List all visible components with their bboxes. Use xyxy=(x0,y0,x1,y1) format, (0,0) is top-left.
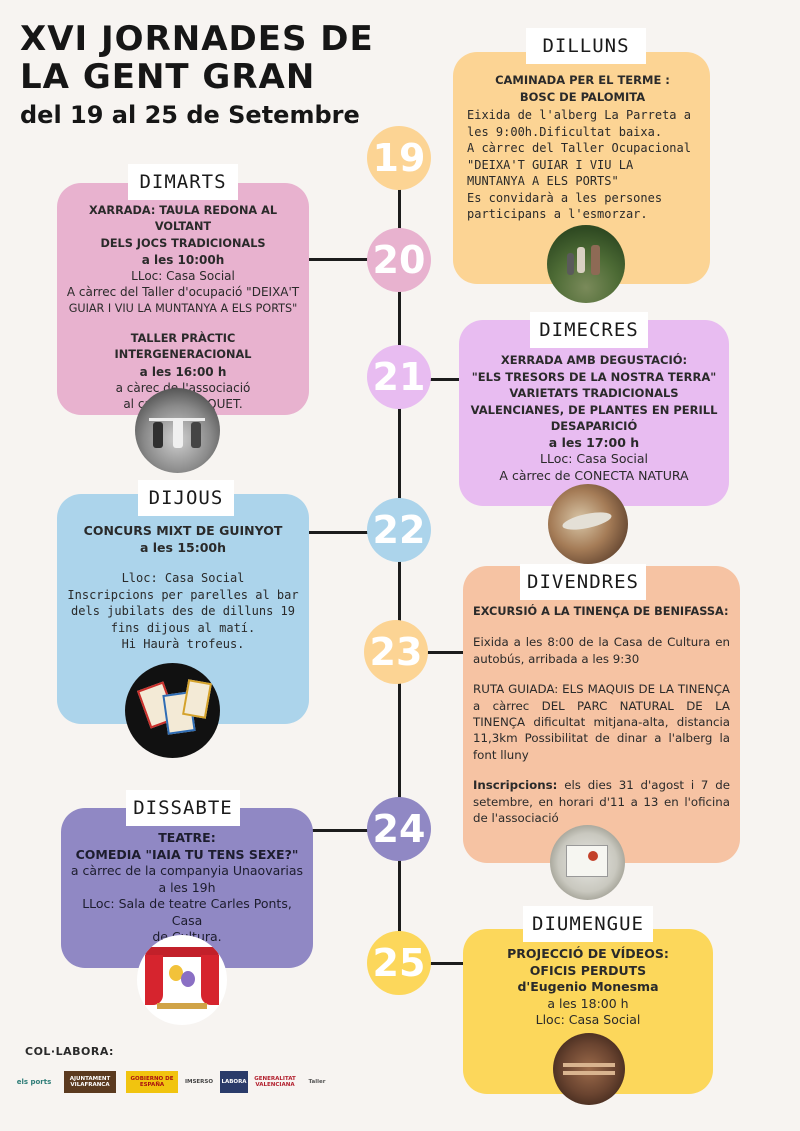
dilluns-line-6: "DEIXA'T GUIAR I VIU LA xyxy=(467,157,634,172)
dimecres-title-2: "ELS TRESORS DE LA NOSTRA TERRA" xyxy=(471,369,717,384)
dimecres-title-5: DESAPARICIÓ xyxy=(550,419,638,433)
day-label-dilluns: DILLUNS xyxy=(526,28,646,64)
dijous-info-3: fins dijous al matí. xyxy=(110,620,256,635)
logo-els-ports: els ports xyxy=(16,1078,52,1086)
dissabte-title-1: TEATRE: xyxy=(158,830,216,845)
connector-20 xyxy=(308,258,400,261)
logo-generalitat: GENERALITAT VALENCIANA xyxy=(254,1076,296,1088)
connector-22 xyxy=(308,531,400,534)
collab-label: COL·LABORA: xyxy=(25,1045,114,1058)
date-circle-24: 24 xyxy=(367,797,431,861)
connector-25 xyxy=(400,962,464,965)
dilluns-line-7: MUNTANYA A ELS PORTS" xyxy=(467,174,619,188)
day-label-dissabte: DISSABTE xyxy=(126,790,240,826)
day-label-dijous: DIJOUS xyxy=(138,480,234,516)
loom-photo xyxy=(553,1033,625,1105)
divendres-inscripcions-label: Inscripcions: xyxy=(473,778,558,793)
title-line-1: XVI JORNADES DE xyxy=(20,19,374,59)
card-diumengue: PROJECCIÓ DE VÍDEOS: OFICIS PERDUTS d'Eu… xyxy=(463,929,713,1094)
logo-gobierno: GOBIERNO DE ESPAÑA xyxy=(126,1071,178,1093)
dimecres-org: A càrrec de CONECTA NATURA xyxy=(499,467,689,483)
divendres-route: RUTA GUIADA: ELS MAQUIS DE LA TINENÇA a … xyxy=(473,682,730,762)
dimarts-org-3: a càrec de l'associació xyxy=(115,380,251,395)
day-label-dimecres: DIMECRES xyxy=(530,312,648,348)
dijous-info-4: Hi Haurà trofeus. xyxy=(121,637,245,651)
card-dimecres: XERRADA AMB DEGUSTACIÓ: "ELS TRESORS DE … xyxy=(459,320,729,506)
dijous-info-2: dels jubilats des de dilluns 19 xyxy=(71,604,295,618)
day-label-divendres: DIVENDRES xyxy=(520,564,646,600)
dilluns-line-3: Eixida de l'alberg La Parreta a xyxy=(467,108,691,122)
card-divendres: EXCURSIÓ A LA TINENÇA DE BENIFASSA: Eixi… xyxy=(463,566,740,863)
dilluns-line-5: A càrrec del Taller Ocupacional xyxy=(467,141,691,155)
dimecres-title-3: VARIETATS TRADICIONALS xyxy=(509,386,679,400)
diumengue-time: a les 18:00 h xyxy=(547,995,629,1011)
tug-of-war-photo xyxy=(135,388,220,473)
theatre-illustration xyxy=(137,935,227,1025)
dimecres-time: a les 17:00 h xyxy=(548,434,640,450)
dimecres-place: LLoc: Casa Social xyxy=(539,451,648,466)
dissabte-org: a càrrec de la companyia Unaovarias xyxy=(70,863,304,878)
connector-24 xyxy=(312,829,400,832)
dimarts-org-2: GUIAR I VIU LA MUNTANYA A ELS PORTS" xyxy=(68,301,298,315)
dijous-title: CONCURS MIXT DE GUINYOT xyxy=(83,523,283,538)
logo-ajuntament: AJUNTAMENT VILAFRANCA xyxy=(64,1071,116,1093)
dissabte-time: a les 19h xyxy=(158,879,216,895)
date-circle-22: 22 xyxy=(367,498,431,562)
day-label-diumengue: DIUMENGUE xyxy=(523,906,653,942)
dimarts-title-2: DELS JOCS TRADICIONALS xyxy=(100,236,266,250)
dimarts-title-1: XARRADA: TAULA REDONA AL VOLTANT xyxy=(88,204,278,234)
date-circle-19: 19 xyxy=(367,126,431,190)
divendres-title: EXCURSIÓ A LA TINENÇA DE BENIFASSA: xyxy=(473,605,729,618)
dilluns-line-4: les 9:00h.Dificultat baixa. xyxy=(467,124,663,139)
diumengue-title-3: d'Eugenio Monesma xyxy=(517,979,659,994)
dijous-time: a les 15:00h xyxy=(139,539,227,555)
logo-imserso: IMSERSO xyxy=(184,1079,214,1085)
connector-23 xyxy=(400,651,464,654)
divendres-inscripcions-text: els dies 31 d'agost i 7 de setembre, en … xyxy=(473,778,730,826)
dimarts-title-3: TALLER PRÀCTIC INTERGENERACIONAL xyxy=(114,332,252,362)
dissabte-place-1: LLoc: Sala de teatre Carles Ponts, Casa xyxy=(82,896,292,928)
diumengue-title-2: OFICIS PERDUTS xyxy=(529,962,647,978)
dimecres-title-4: VALENCIANES, DE PLANTES EN PERILL xyxy=(470,402,718,417)
card-dimarts: XARRADA: TAULA REDONA AL VOLTANT DELS JO… xyxy=(57,183,309,415)
dimarts-time-1: a les 10:00h xyxy=(141,252,225,267)
poster-title: XVI JORNADES DE LA GENT GRAN del 19 al 2… xyxy=(20,20,374,132)
date-circle-21: 21 xyxy=(367,345,431,409)
title-dates: del 19 al 25 de Setembre xyxy=(20,101,360,129)
dijous-place: Lloc: Casa Social xyxy=(121,571,245,585)
date-circle-20: 20 xyxy=(367,228,431,292)
dilluns-line-9: participans a l'esmorzar. xyxy=(467,207,648,221)
day-label-dimarts: DIMARTS xyxy=(128,164,238,200)
dilluns-title-2: BOSC DE PALOMITA xyxy=(519,89,646,104)
sign-photo xyxy=(550,825,625,900)
logo-labora: LABORA xyxy=(220,1071,248,1093)
dimarts-place: LLoc: Casa Social xyxy=(131,269,235,284)
logo-taller: Taller xyxy=(308,1079,326,1085)
cards-photo xyxy=(125,663,220,758)
dijous-info-1: Inscripcions per parelles al bar xyxy=(67,587,299,602)
dimarts-time-2: a les 16:00 h xyxy=(139,364,227,379)
date-circle-25: 25 xyxy=(367,931,431,995)
diumengue-title-1: PROJECCIÓ DE VÍDEOS: xyxy=(507,946,669,961)
title-line-2: LA GENT GRAN xyxy=(20,57,316,97)
diumengue-place: Lloc: Casa Social xyxy=(535,1012,641,1027)
dimecres-title-1: XERRADA AMB DEGUSTACIÓ: xyxy=(500,353,688,367)
dilluns-title-1: CAMINADA PER EL TERME : xyxy=(495,73,670,87)
dissabte-title-2: COMEDIA "IAIA TU TENS SEXE?" xyxy=(75,846,299,862)
dimarts-org-1: A càrrec del Taller d'ocupació "DEIXA'T xyxy=(66,285,300,300)
hikers-photo xyxy=(547,225,625,303)
seeds-photo xyxy=(548,484,628,564)
dilluns-line-8: Es convidarà a les persones xyxy=(467,190,663,205)
divendres-departure: Eixida a les 8:00 de la Casa de Cultura … xyxy=(473,635,730,666)
date-circle-23: 23 xyxy=(364,620,428,684)
